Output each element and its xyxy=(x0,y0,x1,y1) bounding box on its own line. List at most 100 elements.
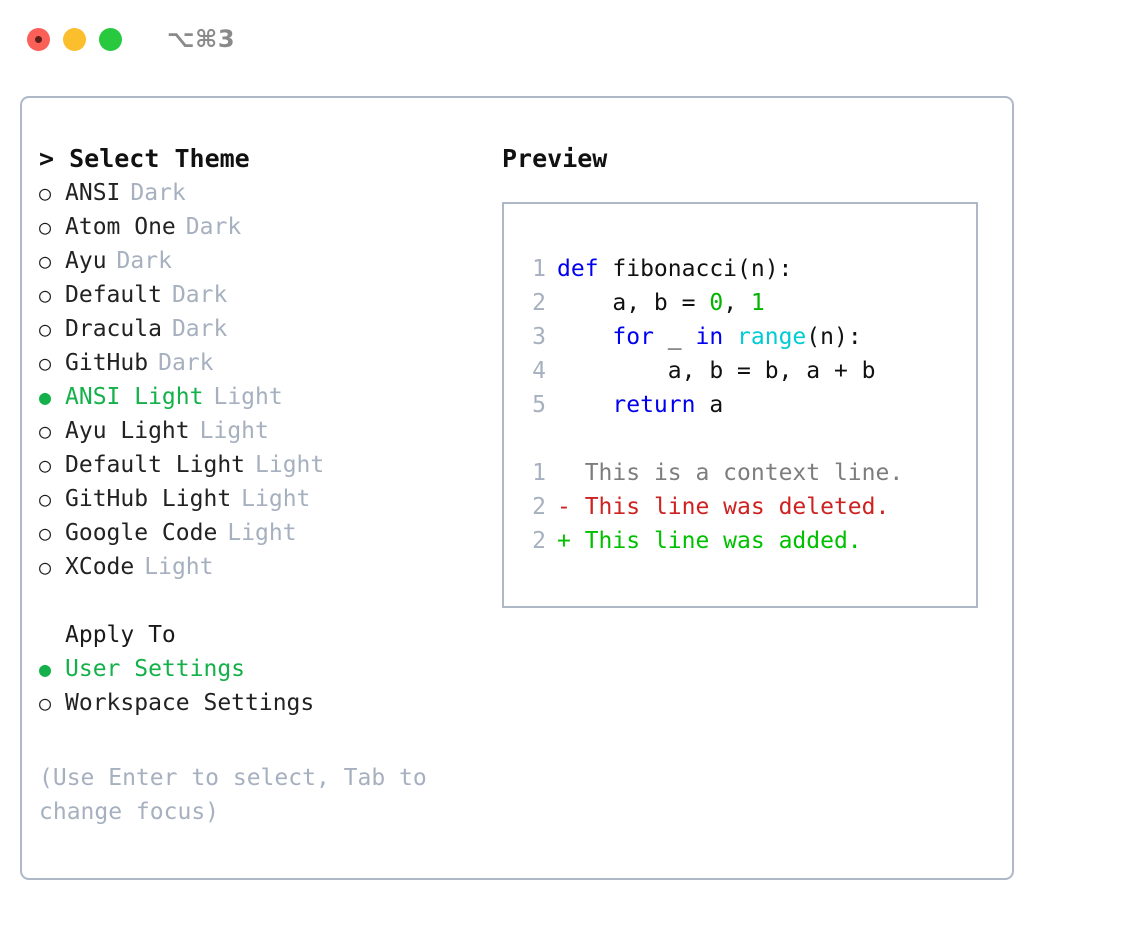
list-spacer xyxy=(39,584,499,618)
diff-marker: + xyxy=(557,528,571,554)
apply-to-list: ● User Settings ○ Workspace Settings xyxy=(39,652,499,720)
code-token-fn: range xyxy=(737,324,807,350)
diff-marker: - xyxy=(557,494,571,520)
diff-line-number: 2 xyxy=(532,494,546,520)
theme-option-category: Light xyxy=(199,418,269,444)
radio-unselected-icon: ○ xyxy=(39,215,52,239)
radio-unselected-icon: ○ xyxy=(39,181,52,205)
diff-line-number: 2 xyxy=(532,528,546,554)
theme-option-category: Light xyxy=(213,384,283,410)
theme-option-category: Dark xyxy=(130,180,186,206)
theme-option-category: Light xyxy=(144,554,214,580)
apply-to-option-name: Workspace Settings xyxy=(65,690,315,716)
code-line-number: 2 xyxy=(532,290,546,316)
code-token-plain xyxy=(723,324,737,350)
radio-unselected-icon: ○ xyxy=(39,317,52,341)
code-line-number: 1 xyxy=(532,256,546,282)
radio-unselected-icon: ○ xyxy=(39,691,52,715)
code-token-plain: a xyxy=(695,392,724,418)
code-token-kw: return xyxy=(612,392,696,418)
theme-option-name: Ayu Light xyxy=(65,418,190,444)
radio-selected-icon: ● xyxy=(39,657,52,681)
code-line: 1 def fibonacci(n): xyxy=(504,252,976,286)
theme-option-name: Dracula xyxy=(65,316,162,342)
code-line: 3 for _ in range(n): xyxy=(504,320,976,354)
code-token-kw: for xyxy=(612,324,654,350)
theme-option-name: Default Light xyxy=(65,452,246,478)
radio-unselected-icon: ○ xyxy=(39,351,52,375)
theme-option[interactable]: ○ GitHub Dark xyxy=(39,346,499,380)
code-token-num: 1 xyxy=(750,290,765,316)
code-line: 5 return a xyxy=(504,388,976,422)
code-line-content: def fibonacci(n): xyxy=(557,252,792,286)
theme-option-name: ANSI Light xyxy=(65,384,204,410)
theme-option-name: GitHub xyxy=(65,350,149,376)
diff-text: This line was deleted. xyxy=(570,494,890,520)
theme-option-name: XCode xyxy=(65,554,135,580)
diff-marker xyxy=(557,460,571,486)
radio-unselected-icon: ○ xyxy=(39,487,52,511)
radio-unselected-icon: ○ xyxy=(39,555,52,579)
code-line-number: 3 xyxy=(532,324,546,350)
title-bar: ⌥⌘3 xyxy=(0,0,1140,78)
code-token-kw: in xyxy=(695,324,724,350)
code-line-content: a, b = 0, 1 xyxy=(557,286,765,320)
diff-text: This is a context line. xyxy=(570,460,904,486)
theme-option[interactable]: ○ Dracula Dark xyxy=(39,312,499,346)
theme-option-category: Dark xyxy=(158,350,214,376)
code-token-num: 0 xyxy=(709,290,724,316)
radio-unselected-icon: ○ xyxy=(39,453,52,477)
apply-to-option-name: User Settings xyxy=(65,656,246,682)
theme-option-category: Dark xyxy=(171,316,228,342)
apply-to-option[interactable]: ○ Workspace Settings xyxy=(39,686,499,720)
diff-line: 2- This line was deleted. xyxy=(504,490,976,524)
theme-option-category: Dark xyxy=(185,214,242,240)
theme-option-category: Light xyxy=(255,452,325,478)
keyboard-hint-text: (Use Enter to select, Tab to change focu… xyxy=(39,765,427,825)
theme-option-name: Ayu xyxy=(65,248,107,274)
maximize-window-button[interactable] xyxy=(99,27,122,51)
code-line-number: 4 xyxy=(532,358,546,384)
theme-option[interactable]: ○ GitHub Light Light xyxy=(39,482,499,516)
theme-option[interactable]: ○ Default Light Light xyxy=(39,448,499,482)
close-window-button[interactable] xyxy=(27,27,50,51)
code-token-plain: (n): xyxy=(806,324,862,350)
keyboard-shortcut-label: ⌥⌘3 xyxy=(167,25,236,53)
theme-option[interactable]: ○ ANSI Dark xyxy=(39,176,499,210)
diff-line-content-deleted: - This line was deleted. xyxy=(557,490,889,524)
code-diff-separator xyxy=(504,422,976,456)
code-line-content: a, b = b, a + b xyxy=(557,354,876,388)
theme-option-category: Light xyxy=(241,486,311,512)
diff-line: 1 This is a context line. xyxy=(504,456,976,490)
code-token-plain: , xyxy=(723,290,751,316)
code-line: 4 a, b = b, a + b xyxy=(504,354,976,388)
theme-option-category: Light xyxy=(227,520,297,546)
code-token-plain: _ xyxy=(653,324,696,350)
theme-option-name: Default xyxy=(65,282,162,308)
code-line-content: for _ in range(n): xyxy=(557,320,862,354)
code-token-plain xyxy=(557,324,612,350)
radio-unselected-icon: ○ xyxy=(39,249,52,273)
apply-to-option[interactable]: ● User Settings xyxy=(39,652,499,686)
minimize-window-button[interactable] xyxy=(63,27,86,51)
theme-option-name: GitHub Light xyxy=(65,486,232,512)
code-token-plain xyxy=(557,392,612,418)
theme-option-name: ANSI xyxy=(65,180,121,206)
theme-picker-title: > Select Theme xyxy=(39,144,250,173)
theme-option[interactable]: ○ XCode Light xyxy=(39,550,499,584)
code-token-kw: def xyxy=(557,256,599,282)
diff-sample: 1 This is a context line.2- This line wa… xyxy=(504,456,976,558)
